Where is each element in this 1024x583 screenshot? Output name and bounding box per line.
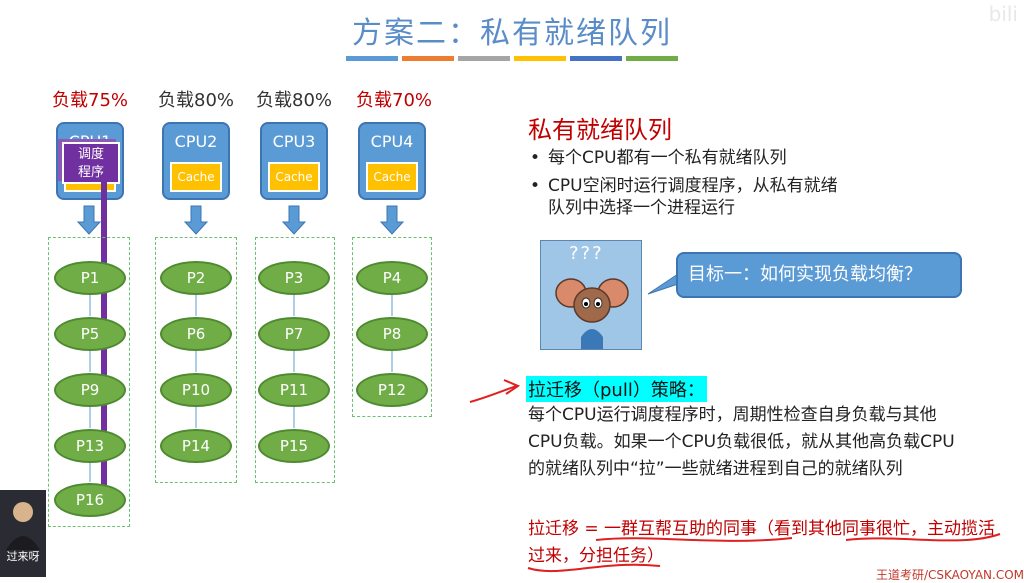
process-node: P7 [258, 317, 330, 351]
cpu4-name: CPU4 [370, 132, 414, 151]
bubble-tail [647, 273, 679, 295]
process-node: P16 [54, 483, 126, 517]
cpu4-arrow [379, 205, 405, 235]
bullet-item: • 每个CPU都有一个私有就绪队列 [530, 144, 787, 172]
pull-strategy-body: 每个CPU运行调度程序时，周期性检查自身负载与其他CPU负载。如果一个CPU负载… [528, 405, 955, 479]
cpu3-cache: Cache [268, 162, 320, 192]
color-bar-green [626, 56, 678, 61]
presenter-caption: 过来呀 [6, 550, 40, 563]
process-node: P5 [54, 317, 126, 351]
process-node: P3 [258, 261, 330, 295]
process-node: P2 [160, 261, 232, 295]
process-node: P11 [258, 373, 330, 407]
pull-analogy: 拉迁移 = 一群互帮互助的同事（看到其他同事很忙，主动揽活过来，分担任务） [528, 519, 996, 566]
process-node: P10 [160, 373, 232, 407]
queue-cpu3 [255, 237, 335, 483]
cpu4-box: CPU4 Cache [358, 122, 426, 200]
cpu1-load: 负载75% [52, 90, 129, 111]
confused-mouse-image: ??? [540, 240, 642, 350]
process-node: P9 [54, 373, 126, 407]
bullet-continuation: 队列中选择一个进程运行 [548, 198, 735, 218]
queue-cpu4 [352, 237, 432, 417]
cpu4-load: 负载70% [356, 90, 433, 111]
cpu2-load: 负载80% [158, 90, 235, 111]
bullet-text: 每个CPU都有一个私有就绪队列 [548, 148, 787, 168]
process-node: P6 [160, 317, 232, 351]
footer-watermark: 王道考研/CSKAOYAN.COM [875, 568, 1024, 582]
cpu1-arrow [76, 205, 102, 235]
queue-cpu1 [48, 237, 130, 527]
process-node: P12 [356, 373, 428, 407]
section-heading: 私有就绪队列 [528, 116, 672, 144]
color-bar-darkblue [570, 56, 622, 61]
process-node: P14 [160, 429, 232, 463]
process-node: P4 [356, 261, 428, 295]
cpu3-arrow [281, 205, 307, 235]
color-bar-gray [458, 56, 510, 61]
color-bar-yellow [514, 56, 566, 61]
presenter-thumbnail [0, 490, 46, 577]
cpu2-cache: Cache [170, 162, 222, 192]
cpu3-name: CPU3 [272, 132, 316, 151]
red-underline [595, 537, 793, 542]
goal-bubble: 目标一：如何实现负载均衡？ [676, 252, 962, 298]
mouse-icon [555, 278, 629, 349]
bullet-dot: • [530, 148, 541, 168]
red-underline [527, 563, 661, 573]
color-bar-blue [346, 56, 398, 61]
process-node: P13 [54, 429, 126, 463]
cpu2-box: CPU2 Cache [162, 122, 230, 200]
bullet-dot: • [530, 176, 541, 196]
bullet-text: CPU空闲时运行调度程序，从私有就绪 [548, 176, 838, 196]
cpu3-box: CPU3 Cache [260, 122, 328, 200]
cpu2-name: CPU2 [174, 132, 218, 151]
queue-cpu2 [155, 237, 237, 483]
process-node: P15 [258, 429, 330, 463]
question-marks: ??? [569, 243, 604, 264]
color-bar-orange [402, 56, 454, 61]
cpu2-arrow [183, 205, 209, 235]
watermark: bili [988, 2, 1018, 26]
presenter-avatar-icon [6, 502, 40, 550]
bullet-item: • CPU空闲时运行调度程序，从私有就绪 [530, 172, 838, 200]
cpu3-load: 负载80% [256, 90, 333, 111]
process-node: P8 [356, 317, 428, 351]
scheduler-program: 调度 程序 [62, 142, 120, 184]
red-arrow-mark [469, 379, 521, 403]
cpu4-cache: Cache [366, 162, 418, 192]
slide-title: 方案二：私有就绪队列 [352, 16, 672, 51]
pull-strategy-title: 拉迁移（pull）策略： [526, 376, 707, 402]
red-underline [845, 533, 1001, 542]
process-node: P1 [54, 261, 126, 295]
